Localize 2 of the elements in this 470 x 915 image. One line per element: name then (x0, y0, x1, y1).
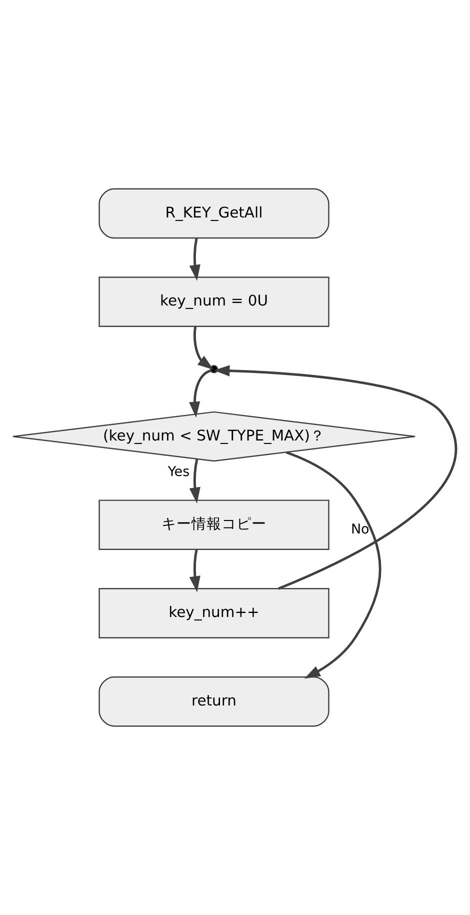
edge-label: Yes (168, 464, 190, 480)
edge-label: No (350, 521, 370, 538)
